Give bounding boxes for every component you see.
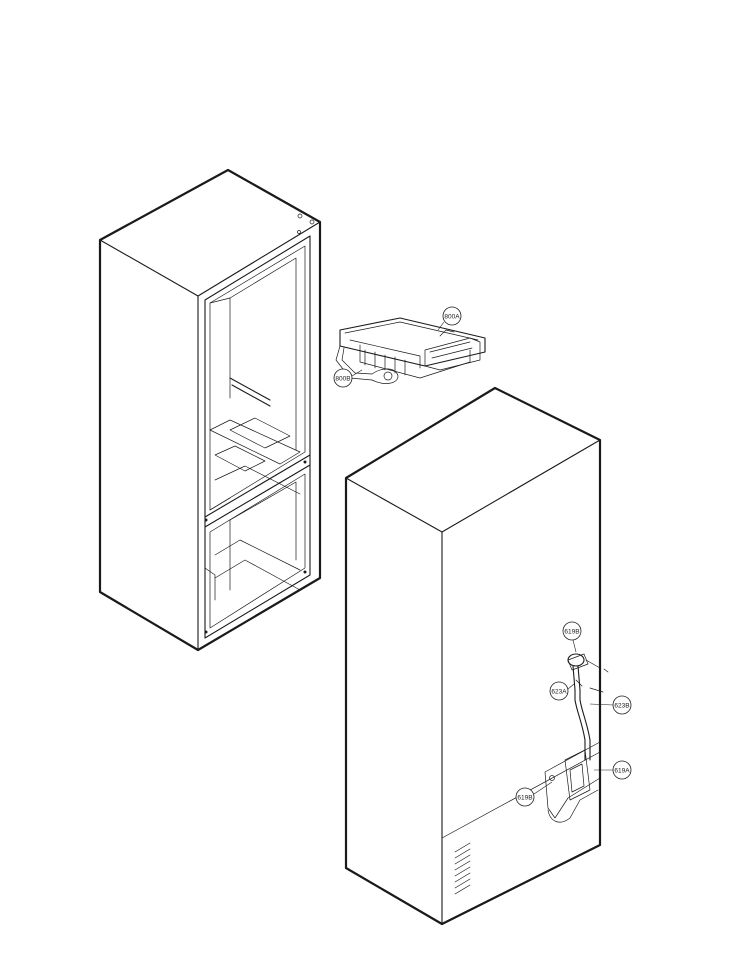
callout-800a: 800A <box>437 306 462 331</box>
refrigerator-cabinet-front <box>98 168 322 652</box>
callout-623b-label: 623B <box>614 703 629 710</box>
callout-619a: 619A <box>594 760 632 780</box>
callout-800b: 800B <box>333 368 363 388</box>
callout-619a-label: 619A <box>614 768 630 775</box>
callout-619b-top-label: 619B <box>564 629 579 636</box>
callout-623a-label: 623A <box>551 689 567 696</box>
callout-800b-label: 800B <box>335 376 350 383</box>
callout-623b: 623B <box>589 695 632 715</box>
callout-619b-bottom: 619B <box>515 781 553 807</box>
refrigerator-cabinet-rear <box>344 386 609 926</box>
callout-623a: 623A <box>549 681 575 701</box>
callout-619b-top: 619B <box>562 621 582 653</box>
callout-619b-bottom-label: 619B <box>517 795 532 802</box>
ice-maker-assembly <box>335 317 486 384</box>
callout-800a-label: 800A <box>444 314 460 321</box>
